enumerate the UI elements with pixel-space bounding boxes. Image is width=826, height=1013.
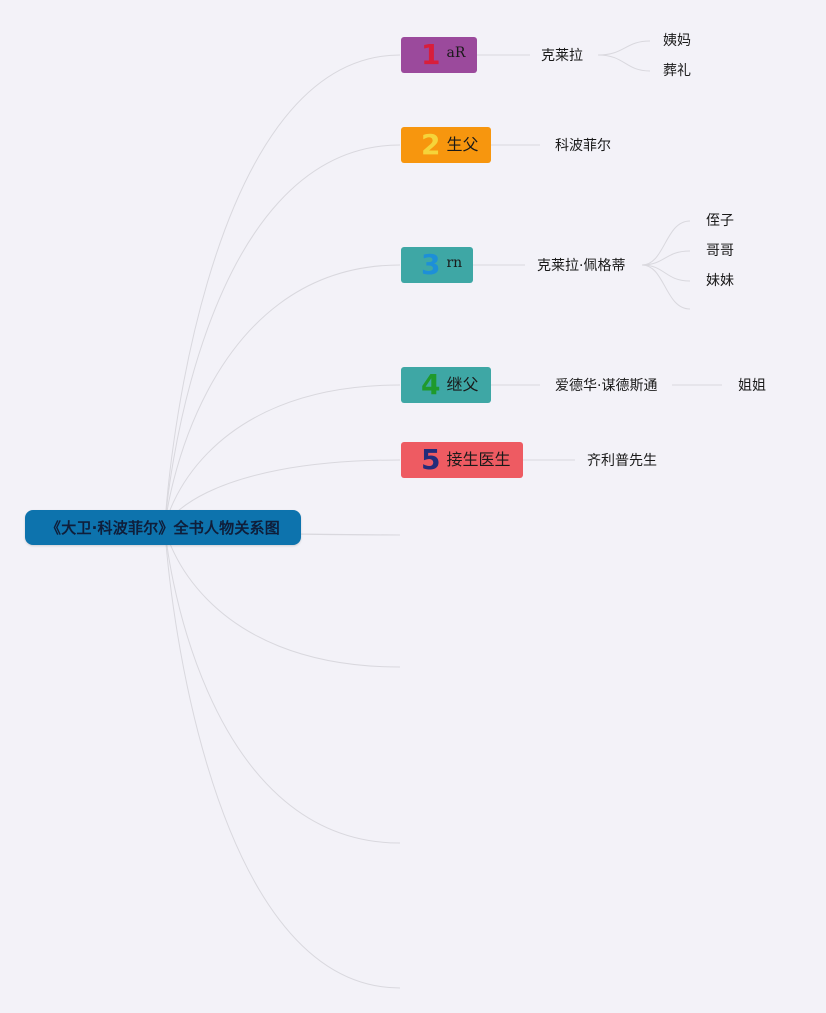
root-branch-line: [164, 54, 401, 528]
relation-node[interactable]: 姨妈: [663, 33, 691, 49]
root-branch-line: [164, 264, 401, 528]
relation-node[interactable]: 姐姐: [738, 378, 766, 394]
relation-node[interactable]: 侄子: [706, 213, 734, 229]
relation-link-line: [641, 220, 691, 266]
category-number: 4: [421, 368, 441, 401]
category-label: aR: [446, 45, 466, 61]
root-node[interactable]: 《大卫·科波菲尔》全书人物关系图: [25, 510, 301, 545]
root-branch-line: [164, 526, 401, 844]
root-branch-line: [164, 526, 401, 989]
person-node[interactable]: 克莱拉·佩格蒂: [537, 258, 626, 274]
category-node-1[interactable]: 1 aR: [401, 37, 477, 73]
root-branch-line: [164, 144, 401, 528]
category-label: 生父: [446, 135, 479, 154]
category-number: 2: [421, 128, 441, 161]
relation-node[interactable]: 哥哥: [706, 243, 734, 259]
relation-link-line: [641, 264, 691, 310]
person-node[interactable]: 科波菲尔: [555, 138, 611, 154]
person-node[interactable]: 齐利普先生: [587, 453, 657, 469]
root-branch-line: [164, 526, 401, 668]
root-label: 《大卫·科波菲尔》全书人物关系图: [46, 519, 280, 537]
relation-link-line: [597, 54, 651, 72]
category-node-4[interactable]: 4 继父: [401, 367, 491, 403]
relation-node[interactable]: 葬礼: [663, 63, 691, 79]
relation-link-line: [597, 40, 651, 56]
category-node-5[interactable]: 5 接生医生: [401, 442, 523, 478]
category-label: 继父: [446, 375, 479, 394]
category-label: rn: [446, 255, 463, 271]
root-branch-line: [300, 533, 401, 536]
category-number: 5: [421, 443, 441, 476]
relation-link-line: [641, 250, 691, 266]
relation-node[interactable]: 妹妹: [706, 273, 734, 289]
category-number: 3: [421, 248, 441, 281]
relation-link-line: [641, 264, 691, 282]
category-node-3[interactable]: 3 rn: [401, 247, 473, 283]
person-node[interactable]: 克莱拉: [541, 48, 583, 64]
category-label: 接生医生: [446, 450, 511, 469]
category-number: 1: [421, 38, 441, 71]
person-node[interactable]: 爱德华·谋德斯通: [555, 378, 658, 394]
category-node-2[interactable]: 2 生父: [401, 127, 491, 163]
